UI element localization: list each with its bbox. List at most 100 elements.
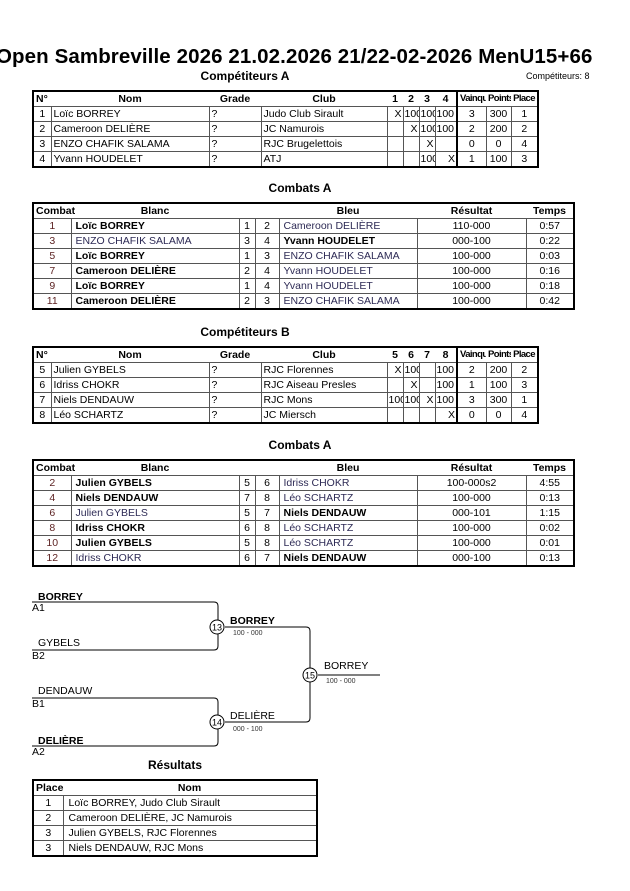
combat-combat: 4 bbox=[32, 490, 72, 506]
combat-result: 000-100 bbox=[416, 550, 527, 567]
final-winner: BORREY bbox=[324, 660, 368, 672]
combat-bleu: Léo SCHARTZ bbox=[278, 490, 418, 506]
cell bbox=[402, 136, 420, 152]
combat-n1: 1 bbox=[238, 218, 256, 234]
column-header: 7 bbox=[424, 349, 430, 361]
cell: ? bbox=[208, 362, 262, 378]
cell: 0 bbox=[456, 407, 487, 424]
combat-time: 0:18 bbox=[525, 278, 575, 294]
cell: ? bbox=[208, 106, 262, 122]
column-header: N° bbox=[36, 93, 48, 105]
cell: 2 bbox=[32, 121, 52, 137]
cell: X bbox=[418, 392, 436, 408]
column-header bbox=[239, 203, 255, 219]
cell: 1 bbox=[32, 106, 52, 122]
combat-combat: 5 bbox=[32, 248, 72, 264]
combat-n1: 3 bbox=[238, 233, 256, 249]
cell: 100 bbox=[434, 121, 458, 137]
header-row: N°NomGradeClub1234VainqueursPointsPlace bbox=[33, 91, 538, 107]
combat-result: 100-000 bbox=[416, 278, 527, 294]
cell: 100 bbox=[402, 362, 420, 378]
combat-time: 0:02 bbox=[525, 520, 575, 536]
column-header: Vainqueurs bbox=[456, 347, 486, 363]
column-header: Temps bbox=[532, 205, 567, 217]
cell: ATJ bbox=[260, 151, 388, 168]
combat-n1: 2 bbox=[238, 263, 256, 279]
cell: 1 bbox=[456, 151, 487, 168]
column-header: Points bbox=[488, 349, 511, 360]
combat-result: 110-000 bbox=[416, 218, 527, 234]
combat-n2: 8 bbox=[254, 490, 280, 506]
combat-n2: 4 bbox=[254, 263, 280, 279]
column-header: Résultat bbox=[450, 205, 493, 217]
results-heading: Résultats bbox=[147, 758, 203, 772]
combat-n1: 1 bbox=[238, 278, 256, 294]
cell: 100 bbox=[418, 106, 436, 122]
column-header: Grade bbox=[219, 349, 251, 361]
combat-time: 0:13 bbox=[525, 490, 575, 506]
cell: 100 bbox=[434, 377, 458, 393]
cell bbox=[386, 407, 404, 424]
cell bbox=[402, 407, 420, 424]
result-name: Niels DENDAUW, RJC Mons bbox=[62, 840, 318, 857]
combat-n2: 6 bbox=[254, 475, 280, 491]
bracket: BORREY A1 GYBELS B2 DENDAUW B1 DELIÈRE A… bbox=[32, 591, 380, 758]
final-score: 100 - 000 bbox=[326, 678, 356, 685]
cell: 200 bbox=[485, 121, 512, 137]
cell: 100 bbox=[402, 392, 420, 408]
combat-n2: 4 bbox=[254, 278, 280, 294]
column-header: Combat bbox=[36, 462, 76, 474]
cell bbox=[418, 407, 436, 424]
cell: Judo Club Sirault bbox=[260, 106, 388, 122]
result-name: Loïc BORREY, Judo Club Sirault bbox=[62, 795, 318, 811]
pool-b-table: N°NomGradeClub5678VainqueursPointsPlace5… bbox=[32, 346, 539, 424]
cell: 0 bbox=[485, 407, 512, 424]
bracket-entry-name: BORREY bbox=[38, 591, 83, 603]
column-header: Vainqueurs bbox=[456, 91, 486, 107]
combat-n1: 5 bbox=[238, 535, 256, 551]
cell bbox=[418, 362, 436, 378]
combat-result: 000-101 bbox=[416, 505, 527, 521]
cell: 300 bbox=[485, 106, 512, 122]
column-header: 4 bbox=[442, 93, 449, 105]
cell: 100 bbox=[434, 392, 458, 408]
combat-blanc: Julien GYBELS bbox=[70, 505, 240, 521]
cell: Niels DENDAUW bbox=[50, 392, 210, 408]
result-name: Julien GYBELS, RJC Florennes bbox=[62, 825, 318, 841]
cell: 4 bbox=[32, 151, 52, 168]
cell: Loïc BORREY bbox=[50, 106, 210, 122]
cell: 100 bbox=[434, 106, 458, 122]
combat-bleu: Yvann HOUDELET bbox=[278, 278, 418, 294]
cell: Cameroon DELIÈRE bbox=[50, 121, 210, 137]
cell: Julien GYBELS bbox=[50, 362, 210, 378]
combat-time: 0:16 bbox=[525, 263, 575, 279]
column-header: Nom bbox=[118, 93, 142, 105]
cell: ? bbox=[208, 392, 262, 408]
column-header: 2 bbox=[408, 93, 414, 105]
combat-time: 1:15 bbox=[525, 505, 575, 521]
combat-time: 0:57 bbox=[525, 218, 575, 234]
column-header: Combat bbox=[36, 205, 76, 217]
cell: ? bbox=[208, 377, 262, 393]
combat-result: 100-000 bbox=[416, 263, 527, 279]
bracket-entry-name: DELIÈRE bbox=[38, 734, 84, 747]
combat-blanc: Cameroon DELIÈRE bbox=[70, 293, 240, 310]
column-header bbox=[239, 460, 255, 476]
combat-blanc: Cameroon DELIÈRE bbox=[70, 263, 240, 279]
column-header: 3 bbox=[424, 93, 430, 105]
cell: Léo SCHARTZ bbox=[50, 407, 210, 424]
cell: RJC Florennes bbox=[260, 362, 388, 378]
combat-time: 4:55 bbox=[525, 475, 575, 491]
combat-result: 100-000 bbox=[416, 520, 527, 536]
combat-result: 100-000 bbox=[416, 535, 527, 551]
